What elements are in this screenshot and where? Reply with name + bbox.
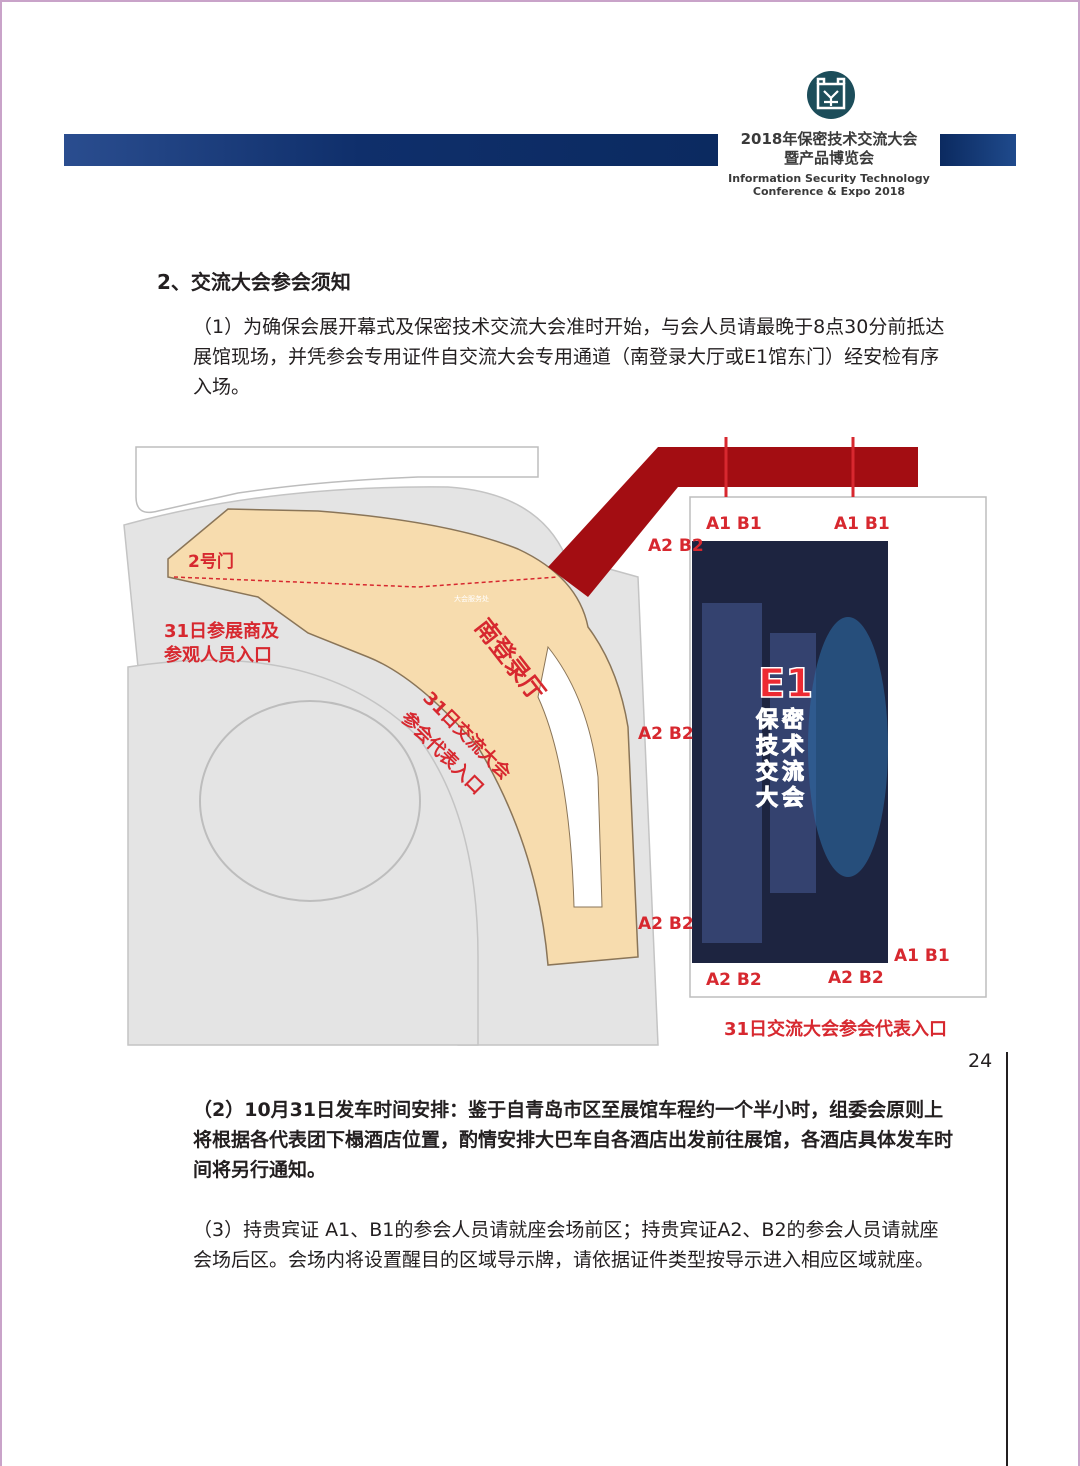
hall-sub-2: 密 [782, 707, 804, 733]
hall-sub-8: 会 [782, 785, 804, 811]
zone-a2b2-west-2: A2 B2 [638, 724, 694, 744]
zone-a2b2-west-1: A2 B2 [648, 536, 704, 556]
e1-hall-label: E1 [758, 661, 813, 707]
zone-a1b1-east: A1 B1 [894, 946, 950, 966]
notice-paragraph-2: （2）10月31日发车时间安排：鉴于自青岛市区至展馆车程约一个半小时，组委会原则… [193, 1099, 954, 1181]
notice-paragraph-3: （3）持贵宾证 A1、B1的参会人员请就座会场前区；持贵宾证A2、B2的参会人员… [193, 1219, 939, 1271]
page-border-right [1078, 0, 1080, 1466]
gate-2-label: 2号门 [188, 551, 234, 572]
notice-paragraph-1: （1）为确保会展开幕式及保密技术交流大会准时开始，与会人员请最晚于8点30分前抵… [193, 316, 945, 398]
exhibitor-entry-label-1: 31日参展商及 [164, 620, 280, 642]
inner-courtyard [537, 645, 603, 908]
hall-sub-6: 流 [782, 759, 804, 785]
conference-logo-icon [807, 71, 855, 119]
service-desk-sign: 大会服务处 [454, 594, 489, 603]
hall-sub-7: 大 [756, 786, 778, 811]
zone-a1b1-north-right: A1 B1 [834, 514, 890, 534]
road-outline-top [135, 446, 539, 514]
north-entry-arrows [724, 437, 855, 497]
hall-sub-4: 术 [782, 734, 804, 759]
seating-block-left [702, 603, 762, 943]
route-line [173, 576, 559, 588]
zone-a2b2-south-2: A2 B2 [828, 968, 884, 988]
zone-a2b2-south-1: A2 B2 [706, 970, 762, 990]
venue-map: 2号门 31日参展商及 参观人员入口 大会服务处 南登录厅 31日交流大会 参会… [123, 437, 987, 1046]
page-number-rule [1006, 1052, 1008, 1466]
zone-a2b2-west-3: A2 B2 [638, 914, 694, 934]
round-plaza [199, 700, 421, 902]
header-band-left [64, 134, 718, 166]
stage-light [808, 617, 888, 877]
header-title: 2018年保密技术交流大会 暨产品博览会 [740, 130, 918, 167]
zone-a1b1-north-left: A1 B1 [706, 514, 762, 534]
hall-sub-3: 技 [756, 734, 779, 759]
hall-sub-1: 保 [755, 708, 779, 733]
east-entry-label: 31日交流大会参会代表入口 [724, 1018, 947, 1040]
page-number: 24 [968, 1050, 993, 1072]
connecting-corridor [548, 447, 918, 597]
page-border-top [0, 0, 1080, 2]
page-border-left [0, 0, 2, 1466]
exhibitor-entry-label-2: 参观人员入口 [164, 644, 272, 666]
section-title: 2、交流大会参会须知 [157, 270, 351, 294]
hall-sub-5: 交 [756, 759, 778, 785]
header-english-title: Information Security Technology Conferen… [728, 172, 930, 198]
south-hall-building [167, 508, 639, 966]
e1-hall-frame [689, 496, 987, 998]
header-band-right [940, 134, 1016, 166]
